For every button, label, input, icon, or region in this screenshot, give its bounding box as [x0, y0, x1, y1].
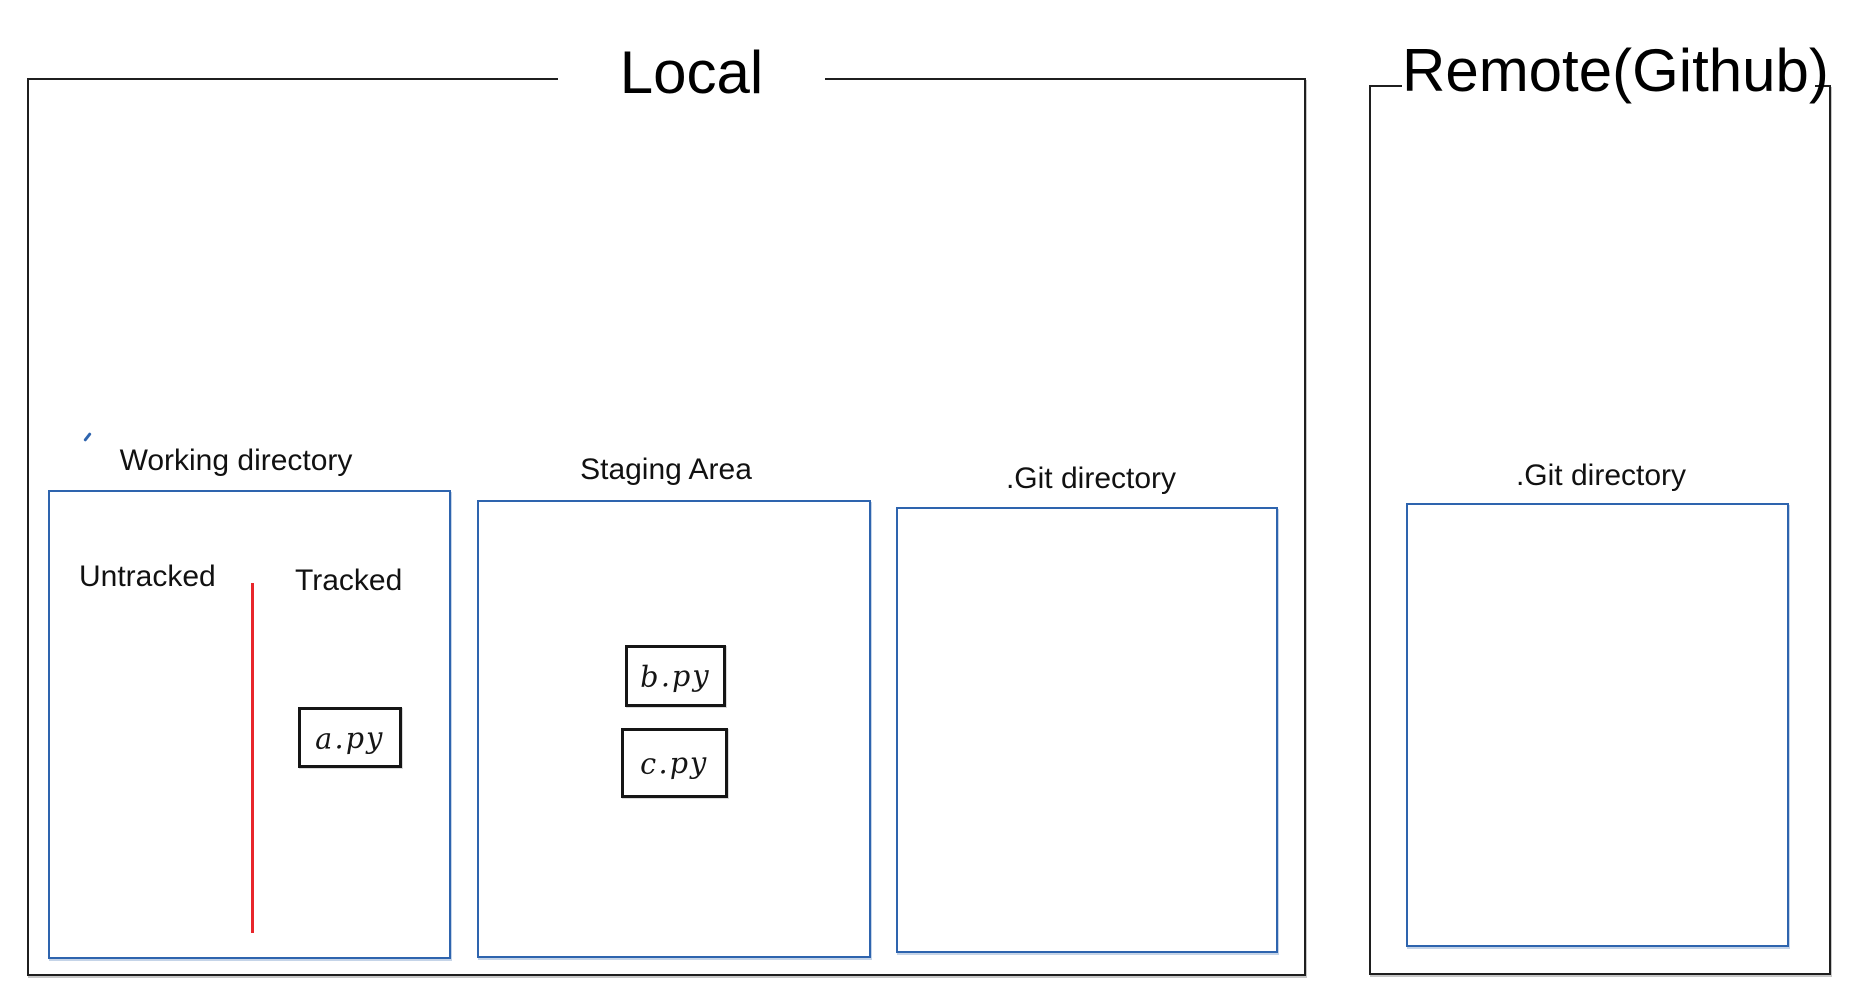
remote-section-title: Remote(Github) — [1402, 37, 1829, 105]
local-section: Local — [27, 39, 1306, 976]
file-name: b.py — [639, 658, 712, 694]
file-box: a.py — [298, 707, 402, 768]
git-directory-box — [896, 507, 1278, 953]
tracked-label: Tracked — [295, 564, 403, 597]
untracked-label: Untracked — [79, 560, 216, 593]
git-directory-label: .Git directory — [1005, 462, 1177, 495]
file-name: c.py — [639, 745, 710, 781]
working-directory-label: Working directory — [119, 444, 353, 477]
file-name: a.py — [314, 719, 386, 756]
remote-git-directory-box — [1406, 503, 1789, 947]
staging-area-label: Staging Area — [580, 453, 752, 486]
local-section-title: Local — [558, 39, 825, 107]
untracked-tracked-divider — [251, 583, 254, 933]
file-box: c.py — [621, 728, 728, 798]
file-box: b.py — [625, 645, 726, 707]
remote-section: Remote(Github) — [1369, 37, 1831, 975]
remote-git-directory-label: .Git directory — [1515, 459, 1687, 492]
